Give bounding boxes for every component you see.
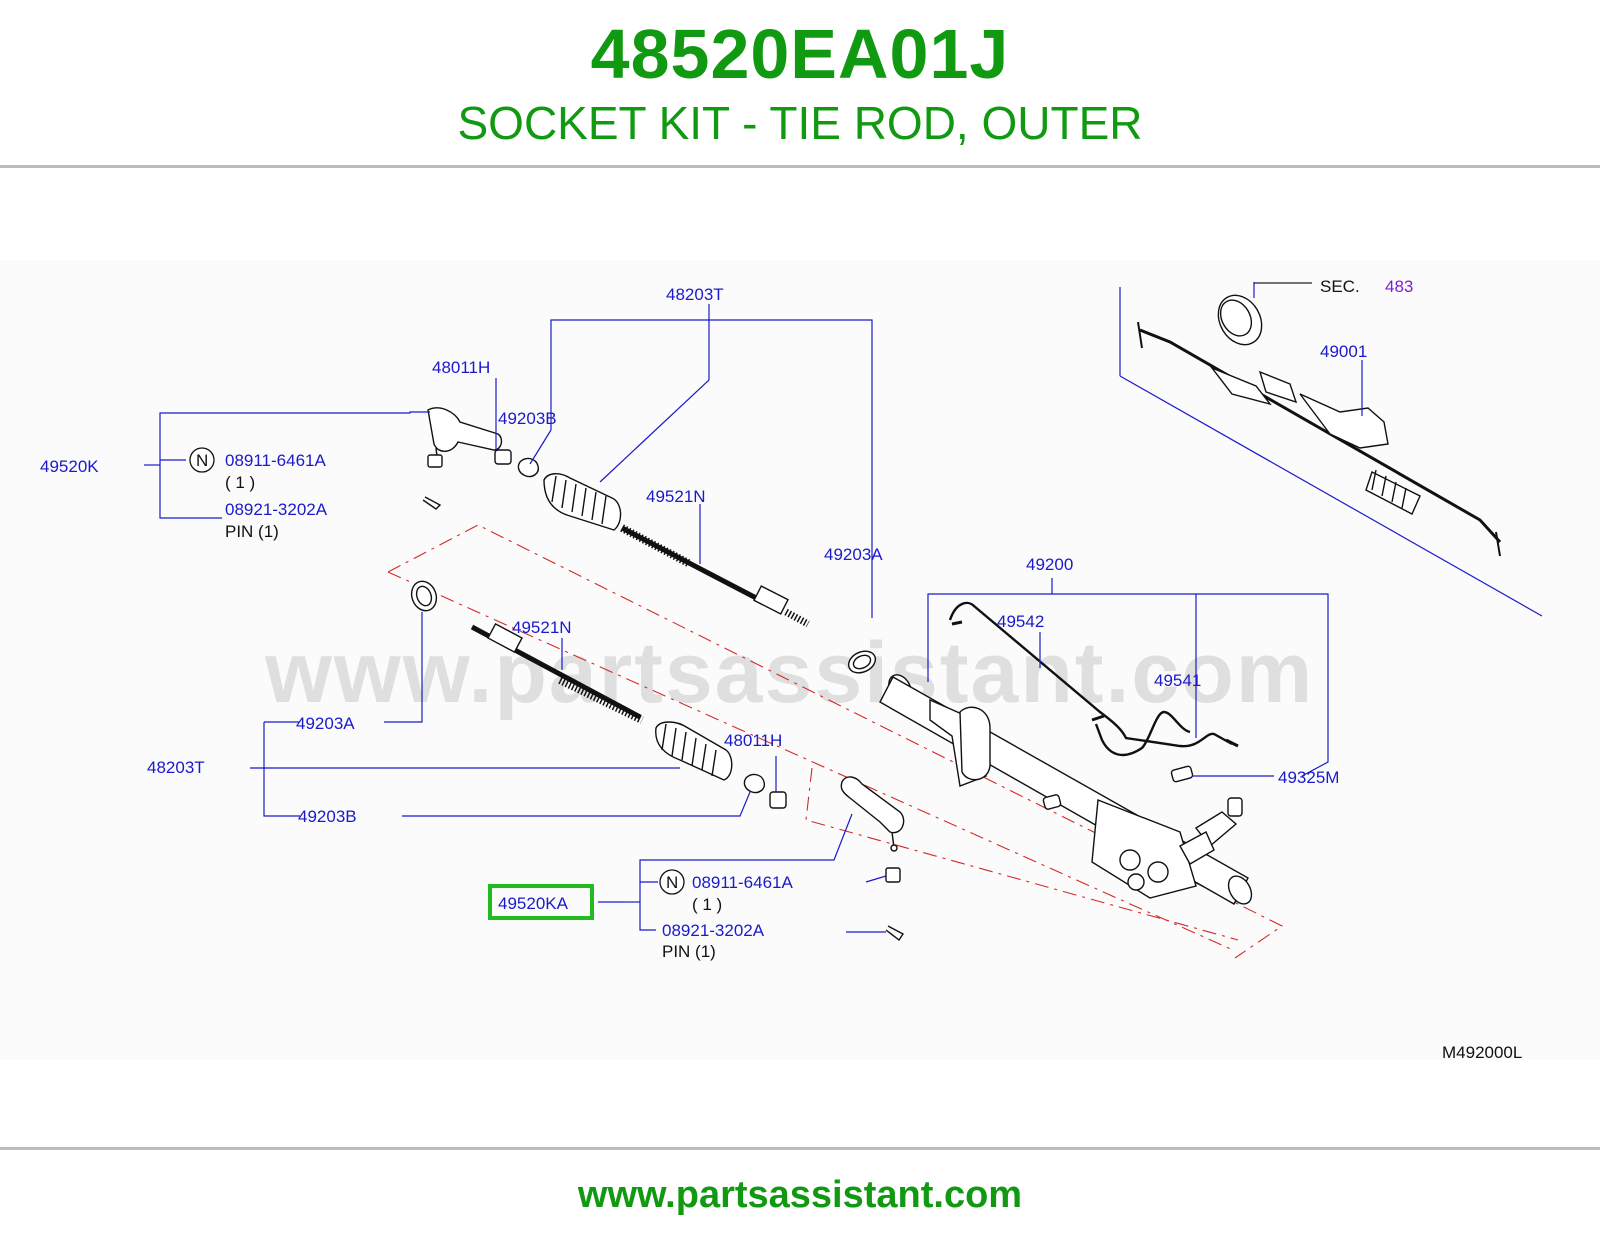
leader-48203T-top-boot bbox=[599, 379, 710, 483]
footer-url[interactable]: www.partsassistant.com bbox=[577, 1174, 1023, 1216]
label-49203B-top[interactable]: 49203B bbox=[498, 409, 557, 428]
cotter-pin-low bbox=[885, 925, 905, 942]
inner-tie-rod-low bbox=[470, 622, 644, 724]
part-number-title: 48520EA01J bbox=[590, 15, 1010, 93]
label-49520K[interactable]: 49520K bbox=[40, 457, 99, 476]
boot-clamp-right bbox=[847, 650, 877, 674]
castle-nut-low bbox=[885, 867, 901, 883]
rack-boot-top bbox=[543, 473, 622, 531]
label-49001[interactable]: 49001 bbox=[1320, 342, 1367, 361]
inner-tie-rod-top bbox=[620, 524, 810, 628]
feed-tube-49541 bbox=[951, 620, 1239, 757]
tie-rod-end-low bbox=[840, 776, 905, 852]
label-49203A-left[interactable]: 49203A bbox=[296, 714, 355, 733]
leader-49520K-bracket bbox=[159, 411, 430, 519]
page-header: 48520EA01J SOCKET KIT - TIE ROD, OUTER bbox=[0, 0, 1600, 168]
label-48203T-left[interactable]: 48203T bbox=[147, 758, 205, 777]
label-49203B-left[interactable]: 49203B bbox=[298, 807, 357, 826]
boot-clamp-low bbox=[743, 773, 766, 794]
parts-diagram: www.partsassistant.com bbox=[0, 260, 1600, 1062]
leader-49203A-left bbox=[384, 612, 423, 723]
watermark-text: www.partsassistant.com bbox=[264, 625, 1314, 721]
label-49541[interactable]: 49541 bbox=[1154, 671, 1201, 690]
rack-boot-low bbox=[655, 721, 733, 781]
label-pin-top[interactable]: 08921-3202A bbox=[225, 500, 328, 519]
inset-frame-diag bbox=[1119, 375, 1543, 617]
diagram-labels: 48203T 48011H 49203B 49520K 08911-6461A … bbox=[40, 277, 1522, 1062]
label-48011H-low[interactable]: 48011H bbox=[724, 731, 782, 750]
label-sec: SEC. bbox=[1320, 277, 1360, 296]
label-pin-low[interactable]: 08921-3202A bbox=[662, 921, 765, 940]
feed-tube-49542 bbox=[948, 601, 1233, 748]
assembly-outline-upper bbox=[387, 524, 1284, 959]
label-49521N-top[interactable]: 49521N bbox=[646, 487, 706, 506]
leader-48203T-left-bracket bbox=[263, 722, 300, 817]
label-48011H-top[interactable]: 48011H bbox=[432, 358, 490, 377]
leader-48203T-top-bracket bbox=[550, 319, 873, 618]
leader-nut-low-part bbox=[865, 875, 887, 883]
assembly-outline-upper-diag bbox=[387, 571, 1234, 951]
inset-assembly bbox=[1119, 287, 1543, 617]
svg-text:N: N bbox=[666, 873, 678, 892]
label-nut-top-qty: ( 1 ) bbox=[225, 473, 255, 492]
label-49542[interactable]: 49542 bbox=[997, 612, 1044, 631]
highlight-box-49520KA[interactable] bbox=[488, 884, 594, 920]
n-symbol-top: N bbox=[189, 447, 215, 473]
label-nut-low[interactable]: 08911-6461A bbox=[692, 873, 793, 892]
boot-clamp-top bbox=[517, 457, 540, 478]
part-description: SOCKET KIT - TIE ROD, OUTER bbox=[457, 97, 1143, 149]
steering-gear-housing bbox=[879, 674, 1253, 905]
label-49203A-right[interactable]: 49203A bbox=[824, 545, 883, 564]
leader-49203B-left bbox=[402, 791, 751, 817]
fitting-49325M bbox=[1042, 765, 1194, 810]
diagram-panel bbox=[0, 260, 1600, 1060]
label-nut-low-qty: ( 1 ) bbox=[692, 895, 722, 914]
label-48203T-top[interactable]: 48203T bbox=[666, 285, 724, 304]
drawing-code: M492000L bbox=[1442, 1043, 1522, 1062]
lock-nut-top bbox=[494, 449, 512, 465]
cotter-pin-top bbox=[422, 496, 442, 510]
leader-lines bbox=[144, 282, 1363, 933]
label-pin-top-qty: PIN (1) bbox=[225, 522, 279, 541]
label-sec-number[interactable]: 483 bbox=[1385, 277, 1413, 296]
lock-nut-low bbox=[769, 791, 787, 809]
castle-nut-top bbox=[427, 454, 443, 468]
leader-49203B-top-clamp bbox=[529, 429, 552, 465]
leader-49520KA-bracket bbox=[639, 813, 853, 931]
label-49200[interactable]: 49200 bbox=[1026, 555, 1073, 574]
label-49521N-low[interactable]: 49521N bbox=[512, 618, 572, 637]
boot-clamp-left bbox=[410, 580, 438, 612]
n-symbol-low: N bbox=[659, 869, 685, 895]
assembly-outline-lower bbox=[805, 767, 1239, 941]
footer-divider bbox=[0, 1147, 1600, 1150]
label-49325M[interactable]: 49325M bbox=[1278, 768, 1339, 787]
header-divider bbox=[0, 165, 1600, 168]
label-49520KA[interactable]: 49520KA bbox=[498, 894, 569, 913]
label-pin-low-qty: PIN (1) bbox=[662, 942, 716, 961]
assembly-outline bbox=[387, 524, 1284, 959]
leader-49200-bracket bbox=[927, 593, 1329, 777]
label-nut-top[interactable]: 08911-6461A bbox=[225, 451, 326, 470]
svg-text:N: N bbox=[196, 451, 208, 470]
